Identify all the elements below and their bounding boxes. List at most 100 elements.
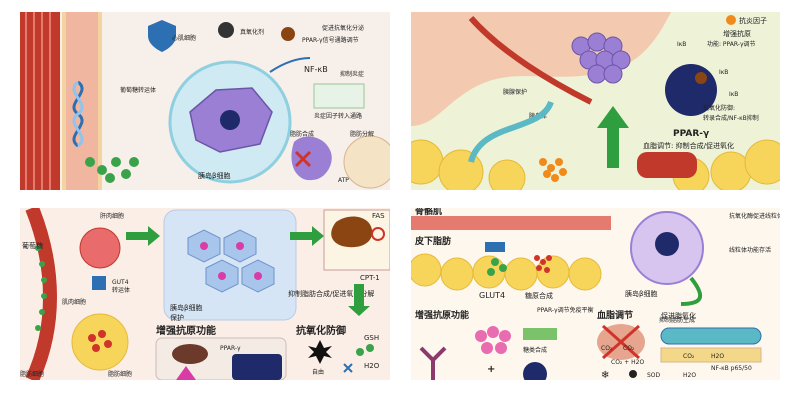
label-fat-cell-right: 脂肪细胞: [108, 370, 132, 378]
plus-icon: +: [487, 364, 495, 375]
free-radical-icon: [308, 340, 332, 364]
prohibit-icon: [371, 227, 385, 241]
label-beta-cell: 胰岛β细胞: [198, 171, 230, 180]
blood-vessel: [25, 208, 57, 380]
label-h2o-1: H2O: [711, 353, 724, 360]
orange-particles: [539, 158, 567, 182]
label-ppar-regulation: PPAR-γ信号通路调节: [302, 36, 359, 44]
glycogen-granules: [534, 255, 552, 273]
panel-top-left-illustration: 心肌细胞 真氧化剂 胰岛β细胞 葡萄糖转运体 PPAR-γ信号通路调节 促进抗氧…: [20, 12, 390, 190]
vessel-tube: [468, 100, 554, 163]
label-nfkb: NF-κB p65/50: [711, 365, 752, 372]
label-co2-1: CO₂: [601, 345, 613, 352]
label-lipid-accumulation: 脂肪合成: [290, 130, 314, 138]
label-h2o-2: H2O: [683, 372, 696, 379]
right-arrow-icon: [126, 226, 160, 246]
virus-icon: [218, 22, 234, 38]
label-lipid-breakdown: 脂肪分解: [350, 130, 374, 138]
cross-icon: [602, 324, 640, 360]
cross-icon: [343, 363, 353, 373]
mitochondrion-tube: [660, 327, 762, 345]
glucose-molecules: [85, 157, 139, 183]
label-protect: 保护: [170, 313, 184, 322]
label-ikb-1: IκB: [677, 41, 686, 48]
muscle-bundle: [637, 152, 697, 178]
green-arrow-shaft: [607, 124, 619, 168]
signal-arrow: [269, 57, 311, 73]
label-gsh: GSH: [364, 334, 379, 342]
label-nfkb: NF-κB: [304, 65, 328, 74]
label-true-oxidant: 真氧化剂: [240, 28, 264, 36]
cross-icon: [294, 150, 312, 168]
panel-top-right-illustration: 胰腺保护 胰岛体 PPAR-γ IκB IκB: [411, 12, 780, 190]
mitochondrion-icon: [281, 27, 295, 41]
label-co2-2: CO₂: [623, 345, 635, 352]
label-muscle-cell: 肌肉细胞: [62, 298, 86, 306]
label-inhibit-nfkb: 转录合成/NF-κB抑制: [703, 114, 759, 122]
fat-band: [660, 347, 762, 363]
label-ppar: PPAR-γ: [673, 129, 709, 139]
label-co2-h2o: CO₂ + H2O: [611, 359, 644, 366]
hepatocyte-cell: [79, 227, 121, 269]
panel-bottom-right-illustration: 骨骼肌 皮下脂肪 GLUT4 糖原合成 胰岛β细胞 抗氧化酶促进线粒体 线粒体功…: [411, 208, 780, 380]
label-enhance-antioxidant: 增强抗原: [723, 29, 751, 38]
label-cardiac-cell: 心肌细胞: [172, 34, 196, 42]
fat-droplets: [411, 139, 780, 190]
label-cpt1: CPT-1: [360, 274, 380, 282]
label-sugar-synthesis: 糖类合成: [523, 346, 547, 354]
label-antioxidant-defense: 抗氧化防御:: [703, 104, 735, 112]
triangle-icon: [176, 366, 196, 380]
label-ppar-regulation: PPAR-γ调节免疫平衡: [537, 306, 594, 314]
label-glut4: GLUT4: [479, 291, 505, 300]
up-arrow-icon: [597, 106, 629, 128]
label-glucose-transporter: 葡萄糖转运体: [120, 86, 156, 94]
shield-icon: [148, 20, 176, 52]
membrane-receptor: [523, 328, 557, 340]
fat-cell: [71, 313, 129, 371]
panel-bottom-left: 葡萄糖 肝肉细胞 GUT4 转运体 肌肉细胞 脂肪细胞 脂肪细胞: [20, 208, 390, 380]
label-beta-protect: 胰岛β细胞: [170, 303, 202, 312]
label-inhibit-synthesis: 抑制脂肪生成: [659, 316, 695, 324]
label-islet-protection: 胰腺保护: [503, 88, 527, 96]
label-enhance-function: 增强抗原功能: [415, 309, 469, 321]
label-transporter: 转运体: [112, 286, 130, 294]
molecule-icon: [629, 370, 637, 378]
label-inflammation-pathway: 炎症因子转入通路: [314, 112, 362, 120]
label-ppar: PPAR-γ: [220, 345, 241, 352]
label-co2-3: CO₂: [683, 353, 695, 360]
label-blood-regulation: 血脂调节: [597, 309, 633, 321]
curved-arrow-icon: [680, 276, 703, 306]
label-fas: FAS: [372, 212, 385, 220]
lipid-cell: [291, 136, 332, 181]
label-fat-cell-left: 脂肪细胞: [20, 370, 44, 378]
glut4-transporter-icon: [92, 276, 106, 290]
label-glut4: GUT4: [112, 279, 129, 286]
label-blood-regulation: 血脂调节: 抑制合成/促进氧化: [643, 141, 734, 150]
label-antioxidant-factor: 抗炎因子: [739, 16, 767, 25]
label-hepatocyte: 肝肉细胞: [100, 212, 124, 220]
dna-helix-icon: [72, 80, 84, 148]
label-subcutaneous-fat: 皮下脂肪: [414, 235, 451, 247]
label-inhibit-inflammation: 抑制炎症: [340, 70, 364, 78]
panel-bottom-left-illustration: 葡萄糖 肝肉细胞 GUT4 转运体 肌肉细胞 脂肪细胞 脂肪细胞: [20, 208, 390, 380]
right-arrow-icon-2: [290, 226, 324, 246]
label-function: 功能: PPAR-γ调节: [707, 40, 756, 48]
label-skeletal-muscle: 骨骼肌: [415, 208, 442, 217]
label-enhance-function: 增强抗原功能: [156, 324, 216, 337]
beta-cell-nucleus: [220, 110, 240, 130]
snowflake-icon: ❄: [601, 370, 609, 380]
label-glycogen-synthesis: 糖原合成: [525, 291, 553, 300]
label-antioxidant-defense: 抗氧化防御: [296, 324, 346, 337]
antibody-icon: [419, 346, 447, 380]
down-arrow-icon: [348, 284, 370, 316]
artery: [468, 16, 593, 105]
glucose-molecules: [35, 245, 47, 331]
glut4-transporter-icon: [485, 242, 505, 252]
mitochondria-cell: [343, 135, 390, 189]
label-promote-antioxidant: 促进抗氧化分泌: [322, 24, 364, 32]
islet-cluster: [571, 32, 631, 84]
label-mito-function: 线粒体功能存活: [729, 246, 771, 254]
panel-top-left: 心肌细胞 真氧化剂 胰岛β细胞 葡萄糖转运体 PPAR-γ信号通路调节 促进抗氧…: [20, 12, 390, 190]
nucleus-sphere: [523, 362, 547, 380]
